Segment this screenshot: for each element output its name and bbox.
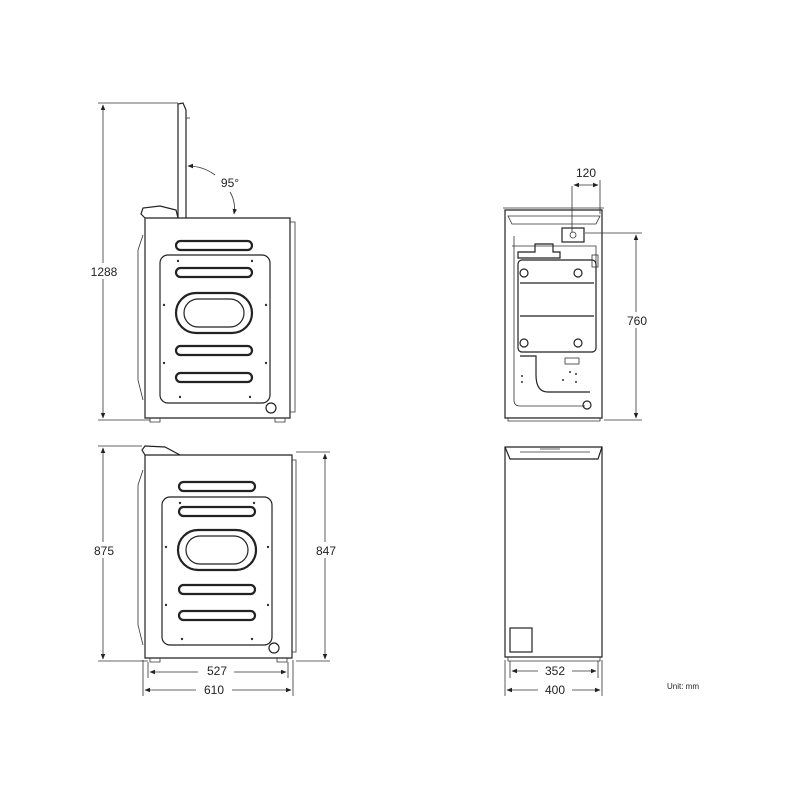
side-view-closed: 875 847 527 610 <box>86 445 342 697</box>
front-view: 352 400 <box>504 446 603 697</box>
side-view-lid-open: 1288 95° <box>86 102 296 423</box>
dim-depth-total: 610 <box>204 683 224 697</box>
rear-view: 120 760 <box>503 166 654 422</box>
lid-open <box>177 102 187 218</box>
dim-height-body: 847 <box>316 544 336 558</box>
dim-width-inner: 352 <box>545 664 565 678</box>
dim-depth-inner: 527 <box>207 664 227 678</box>
dim-width-total: 400 <box>545 683 565 697</box>
unit-label: Unit: mm <box>667 682 699 691</box>
dim-hose-offset: 120 <box>576 166 596 180</box>
dim-height-total: 875 <box>94 544 114 558</box>
dim-hose-height: 760 <box>627 314 647 328</box>
dim-lid-angle: 95° <box>221 176 239 190</box>
access-oval <box>174 291 254 335</box>
access-oval <box>176 528 258 572</box>
dim-open-height: 1288 <box>91 265 118 279</box>
